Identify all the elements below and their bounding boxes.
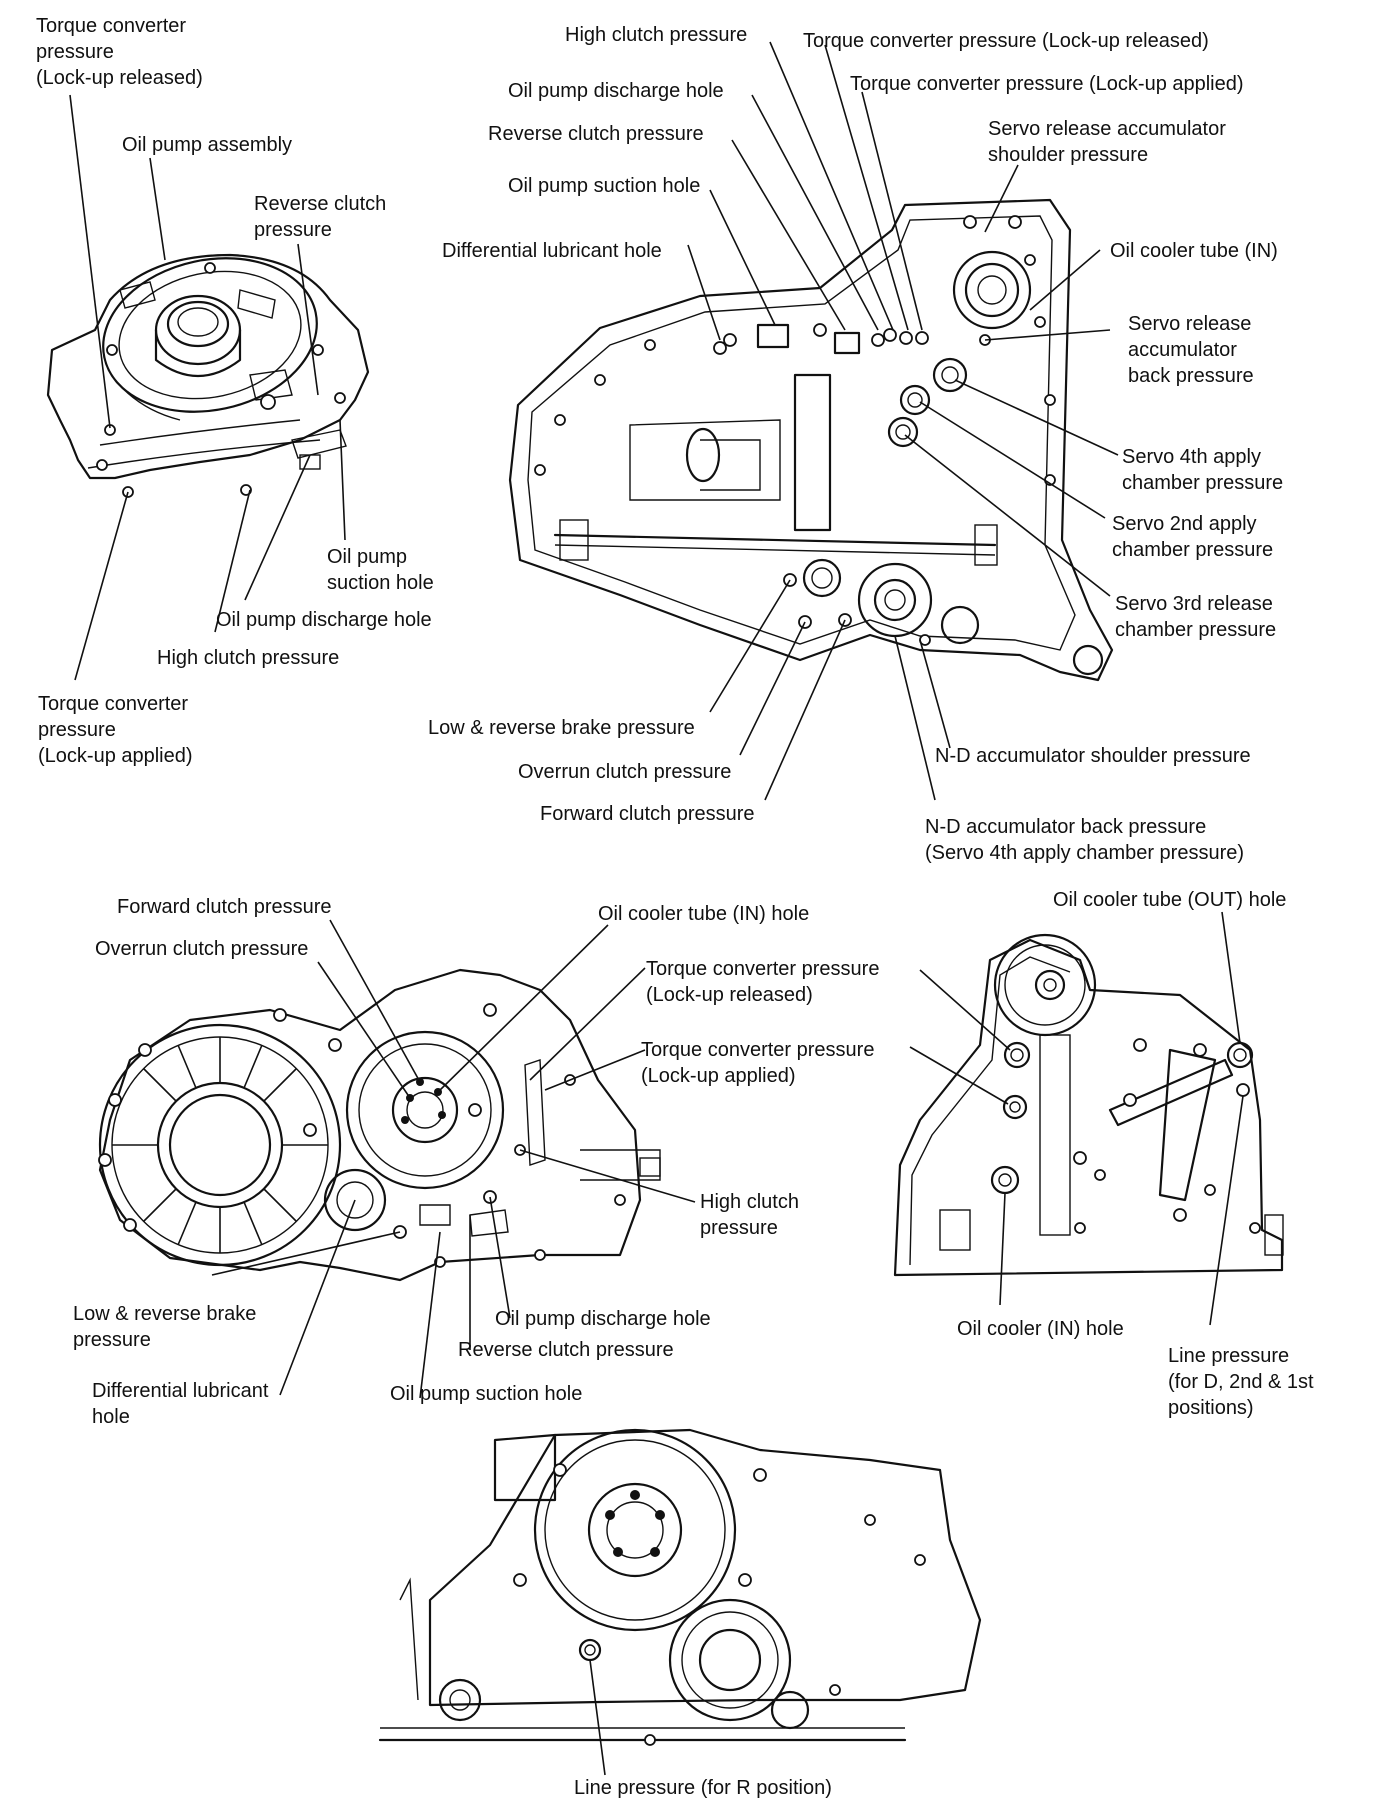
oil-pump-leaders: [69, 94, 346, 681]
label-oil-pump-suction-hole: Oil pump suction hole: [390, 1383, 582, 1405]
label-reverse-clutch-pressure: Reverse clutch pressure: [458, 1339, 674, 1361]
label-nd-accumulator-shoulder: N-D accumulator shoulder pressure: [935, 745, 1251, 767]
label-oil-cooler-tube-in-hole: Oil cooler tube (IN) hole: [598, 903, 809, 925]
label-overrun-clutch-pressure: Overrun clutch pressure: [518, 761, 731, 783]
case-bottom-leaders: [589, 1659, 606, 1776]
label-oil-cooler-in-hole: Oil cooler (IN) hole: [957, 1318, 1124, 1340]
label-line-pressure-r-position: Line pressure (for R position): [574, 1777, 832, 1799]
label-high-clutch-pressure: High clutch pressure: [157, 647, 339, 669]
label-tc-pressure-applied: Torque converter pressure (Lock-up appli…: [850, 73, 1244, 95]
converter-housing-view: Forward clutch pressure Oil cooler tube …: [73, 896, 879, 1428]
case-front-view: Oil cooler tube (OUT) hole Oil cooler (I…: [893, 889, 1314, 1419]
label-high-clutch-pressure: High clutch pressure: [565, 24, 747, 46]
label-oil-cooler-tube-out-hole: Oil cooler tube (OUT) hole: [1053, 889, 1286, 911]
label-tc-pressure-released: Torque converter pressure(Lock-up releas…: [646, 958, 879, 1006]
oil-pump-illustration: [46, 253, 370, 498]
converter-housing-labels: Forward clutch pressure Oil cooler tube …: [73, 896, 879, 1428]
case-bottom-illustration: [378, 1428, 982, 1746]
label-forward-clutch-pressure: Forward clutch pressure: [117, 896, 332, 918]
label-tc-pressure-released: Torque converter pressure (Lock-up relea…: [803, 30, 1209, 52]
case-front-leaders: [909, 911, 1244, 1326]
converter-housing-leaders: [211, 919, 696, 1399]
label-nd-accumulator-back: N-D accumulator back pressure(Servo 4th …: [925, 816, 1244, 864]
label-tc-pressure-applied: Torque converter pressure(Lock-up applie…: [641, 1039, 874, 1087]
case-side-view: High clutch pressure Torque converter pr…: [428, 24, 1283, 864]
label-oil-pump-suction-hole: Oil pump suction hole: [508, 175, 700, 197]
label-differential-lubricant-hole: Differential lubricant hole: [442, 240, 662, 262]
converter-housing-illustration: [98, 968, 661, 1282]
label-oil-pump-discharge-hole: Oil pump discharge hole: [508, 80, 724, 102]
label-overrun-clutch-pressure: Overrun clutch pressure: [95, 938, 308, 960]
case-bottom-view: Line pressure (for R position): [378, 1428, 982, 1799]
case-side-leaders: [687, 41, 1119, 801]
label-oil-pump-discharge-hole: Oil pump discharge hole: [495, 1308, 711, 1330]
label-low-reverse-brake-pressure: Low & reverse brake pressure: [428, 717, 695, 739]
label-oil-pump-discharge-hole: Oil pump discharge hole: [216, 609, 432, 631]
label-oil-cooler-tube-in: Oil cooler tube (IN): [1110, 240, 1278, 262]
case-bottom-labels: Line pressure (for R position): [574, 1777, 832, 1799]
label-forward-clutch-pressure: Forward clutch pressure: [540, 803, 755, 825]
case-front-illustration: [893, 933, 1284, 1277]
case-side-illustration: [508, 198, 1114, 682]
label-oil-pump-assembly: Oil pump assembly: [122, 134, 292, 156]
case-front-labels: Oil cooler tube (OUT) hole Oil cooler (I…: [957, 889, 1314, 1419]
case-side-labels: High clutch pressure Torque converter pr…: [428, 24, 1283, 864]
label-reverse-clutch-pressure: Reverse clutch pressure: [488, 123, 704, 145]
